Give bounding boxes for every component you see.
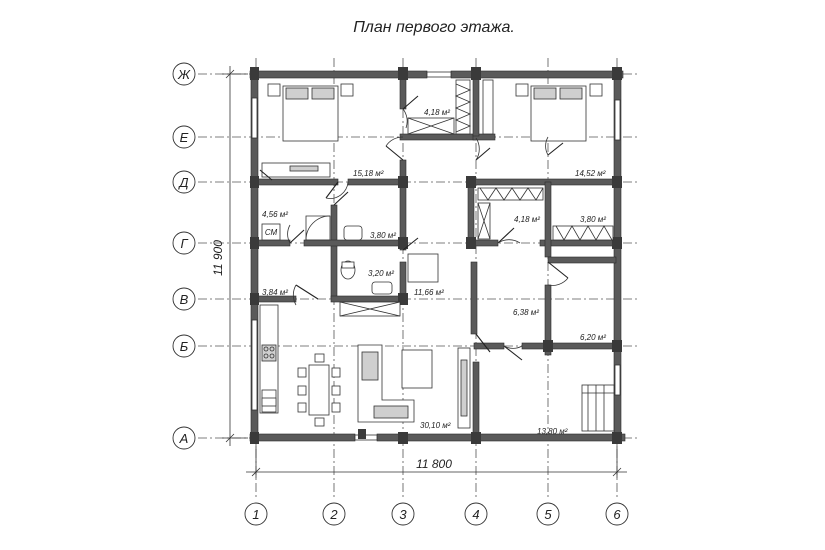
axis-label-g: Г [180,236,188,251]
wall-d-left [255,178,339,186]
axis-bubble [172,125,196,149]
hall-table [407,253,439,283]
bed-right [515,83,603,142]
wall-col4-top [472,73,480,137]
axis-label-v: В [180,292,189,307]
area-bedroom-right: 14,52 м² [575,169,606,178]
height-dimension-label: 11 900 [211,240,225,276]
area-bath-right: 3,80 м² [580,215,606,224]
area-bath-left: 3,80 м² [370,231,396,240]
axis-bubble [172,334,196,358]
row-axis-markers: Ж Е Д Г В Б А [172,62,196,450]
wall-col2 [330,204,338,300]
sink-wc [371,281,393,295]
toilet [340,260,356,280]
area-storage-right: 6,20 м² [580,333,606,342]
axis-bubble [391,502,415,526]
shower-curve [305,215,331,241]
tv [460,359,468,417]
room-area-labels: 15,18 м² 4,18 м² 14,52 м² 4,56 м² 3,80 м… [262,108,606,436]
area-laundry: 4,56 м² [262,210,288,219]
dimension-width: 11 800 [246,446,627,478]
wall-g-mid [303,239,405,247]
axis-label-5: 5 [544,507,552,522]
toilet-tank [341,261,355,269]
axis-bubble [322,502,346,526]
window-north [426,71,452,78]
axis-label-a: А [179,431,189,446]
wall-e-wardrobe [399,133,477,141]
wall-col4-low [470,261,478,335]
axis-label-e: Е [180,130,189,145]
width-dimension-label: 11 800 [416,457,452,471]
area-room-bottom-right: 13,80 м² [537,427,568,436]
area-living: 30,10 м² [420,421,451,430]
wall-col3-mid [399,159,407,251]
axis-label-6: 6 [613,507,621,522]
axis-bubble [172,170,196,194]
wall-south-right [376,433,626,442]
wall-d-mid [347,178,407,186]
axis-bubble [172,231,196,255]
sofa [357,344,433,423]
dining-table [297,353,341,427]
window-east-1 [614,99,621,141]
washing-machine [261,223,281,241]
window-east-2 [614,364,621,396]
axis-label-d: Д [177,175,188,190]
window-west-2 [251,319,258,411]
wall-col5-top [544,181,552,258]
plan-title: План первого этажа. [353,19,515,36]
axis-bubble [244,502,268,526]
axis-label-4: 4 [472,507,479,522]
axis-label-1: 1 [252,507,259,522]
axis-bubble [172,287,196,311]
area-bedroom-left: 15,18 м² [353,169,384,178]
bath-right-fixtures [552,225,614,241]
axis-label-2: 2 [329,507,338,522]
wall-v-mid [330,295,407,303]
axis-bubble [464,502,488,526]
wall-col4-mid [467,181,475,245]
wall-col4-bottom [472,361,480,439]
shower-tray [305,215,331,241]
axis-label-b: Б [180,339,189,354]
kitchen-counter [259,304,279,414]
wall-b-left [473,342,505,350]
column-axis-markers: 1 2 3 4 5 6 [244,502,629,526]
area-pantry: 3,84 м² [262,288,288,297]
wall-south-left [249,433,356,442]
sink-left [343,225,363,241]
stairs [581,384,615,432]
area-wc: 3,20 м² [368,269,394,278]
window-west-1 [251,97,258,139]
wall-storage [547,256,617,264]
washing-machine-label: СМ [265,228,278,237]
wall-g-left [255,239,291,247]
closet-mid [477,187,544,240]
exterior-walls [249,70,626,442]
wall-d-right [467,178,617,186]
axis-bubble [172,62,196,86]
tv-unit [289,165,319,172]
interior-walls [255,73,617,439]
wall-b-right [521,342,617,350]
axis-label-zh: Ж [177,67,191,82]
doors [259,95,569,361]
axis-label-3: 3 [399,507,407,522]
axis-bubble [536,502,560,526]
wall-g-right-2 [539,239,617,247]
area-corridor-right: 6,38 м² [513,308,539,317]
area-wardrobe-top: 4,18 м² [424,108,450,117]
bed-left [267,83,354,142]
posts [250,67,622,444]
area-closet-mid: 4,18 м² [514,215,540,224]
dimension-height: 11 900 [211,66,248,446]
axis-bubble [605,502,629,526]
area-hall: 11,66 м² [414,288,444,297]
axis-bubble [172,426,196,450]
wardrobe-top [407,79,494,135]
